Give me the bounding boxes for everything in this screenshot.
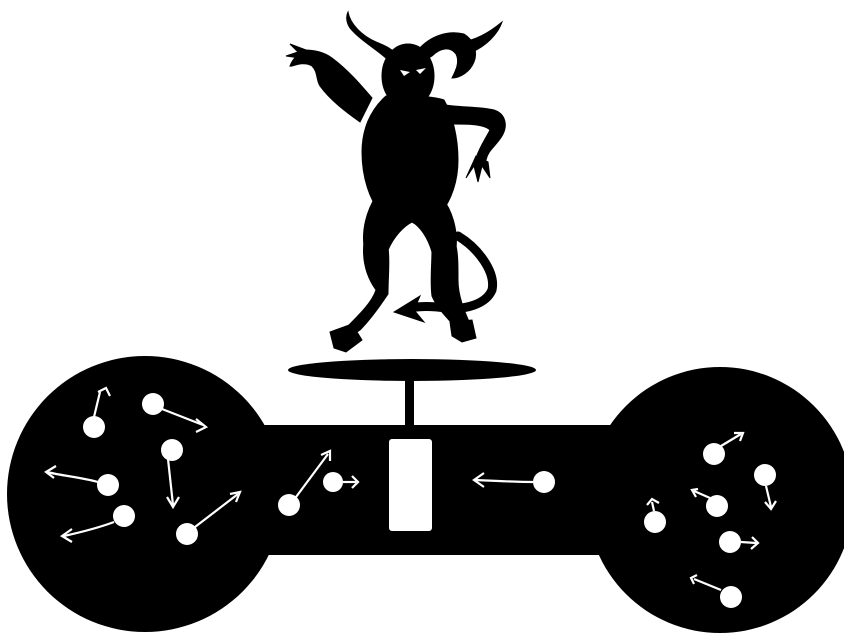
connecting-neck (235, 425, 645, 555)
trapdoor (388, 438, 433, 532)
demon-platform (288, 359, 536, 381)
platform-post (405, 378, 414, 430)
